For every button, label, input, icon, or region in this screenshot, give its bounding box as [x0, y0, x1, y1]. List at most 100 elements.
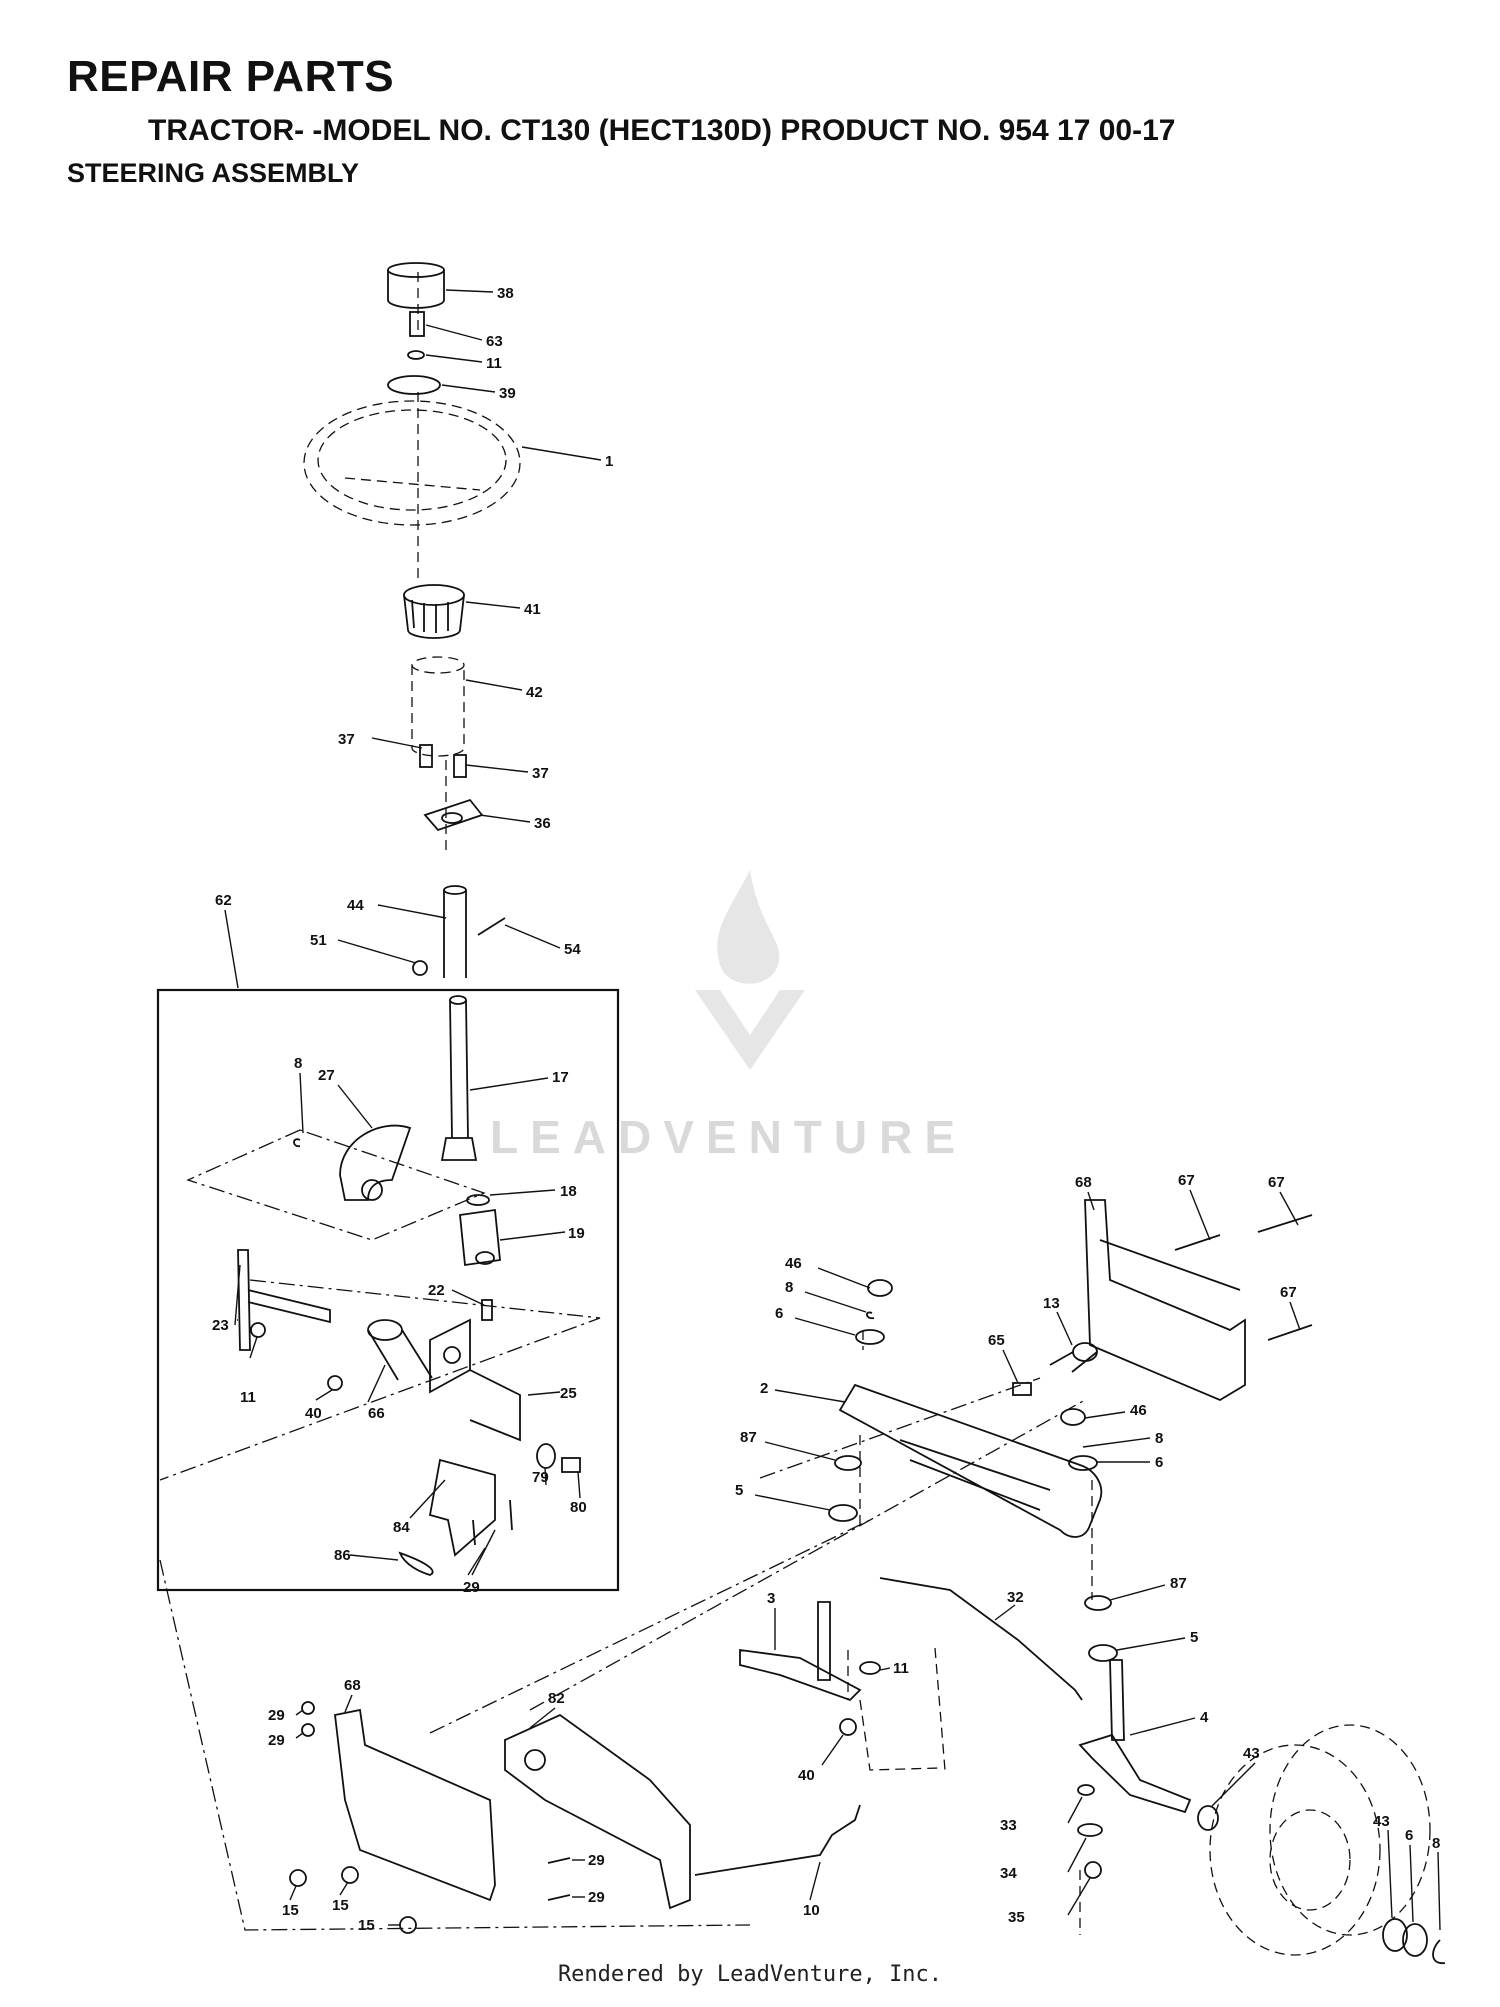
callout-labels: 38 63 11 39 1 41 42 37 37 36 62 44 51 54… [212, 285, 1440, 1934]
clip-8-wheel [1432, 1939, 1446, 1964]
callout-68-right: 68 [1075, 1174, 1092, 1191]
bolt-29-b [301, 1723, 315, 1737]
washer-6-right [1068, 1455, 1098, 1471]
bolt-37-left [419, 744, 433, 768]
callout-6-wheel: 6 [1405, 1827, 1413, 1844]
section-title: STEERING ASSEMBLY [67, 158, 360, 188]
sleeve-42 [411, 656, 465, 757]
bolt-54 [477, 917, 506, 936]
washer-87-right [1084, 1595, 1112, 1611]
callout-13: 13 [1043, 1295, 1060, 1312]
callout-32: 32 [1007, 1589, 1024, 1606]
callout-4: 4 [1200, 1709, 1209, 1726]
bolt-37-right [453, 754, 467, 778]
pin-65 [1012, 1382, 1032, 1396]
callout-8-right: 8 [1155, 1430, 1163, 1447]
nut-35 [1084, 1861, 1102, 1879]
drag-link-32 [879, 1577, 1083, 1701]
callout-40-box: 40 [305, 1405, 322, 1422]
callout-87-left: 87 [740, 1429, 757, 1446]
spindle-4 [1078, 1659, 1192, 1814]
bolt-80 [561, 1457, 581, 1473]
spindle-3 [739, 1601, 862, 1702]
callout-46-right: 46 [1130, 1402, 1147, 1419]
front-axle-2 [838, 1383, 1103, 1538]
callout-44: 44 [347, 897, 364, 914]
washer-11-right [859, 1661, 881, 1675]
callout-68-left: 68 [344, 1677, 361, 1694]
bolt-63 [409, 311, 425, 337]
callout-67-b: 67 [1268, 1174, 1285, 1191]
spacer-13 [1049, 1342, 1098, 1373]
bolt-29-box [472, 1499, 513, 1546]
cap-46-left [867, 1279, 893, 1297]
washer-6-wheel [1402, 1923, 1428, 1957]
callout-11: 11 [486, 355, 502, 372]
callout-43-wheel: 43 [1373, 1813, 1390, 1830]
callout-84: 84 [393, 1519, 410, 1536]
callout-10: 10 [803, 1902, 820, 1919]
callout-11-box: 11 [240, 1389, 256, 1406]
callout-43-axle: 43 [1243, 1745, 1260, 1762]
kit-box-62 [156, 988, 620, 1592]
callout-11-right: 11 [893, 1660, 909, 1677]
callout-8-wheel: 8 [1432, 1835, 1440, 1852]
callout-15-b: 15 [332, 1897, 349, 1914]
steering-cap-38 [387, 262, 445, 309]
callout-54: 54 [564, 941, 581, 958]
nut-40-right [839, 1718, 857, 1736]
bracket-84 [428, 1458, 496, 1557]
bolts-29-82 [547, 1857, 571, 1901]
clip-8-mid [866, 1311, 875, 1320]
callout-27: 27 [318, 1067, 335, 1084]
callout-29-c: 29 [588, 1852, 605, 1869]
callout-5-right: 5 [1190, 1629, 1198, 1646]
callout-67-a: 67 [1178, 1172, 1195, 1189]
washer-11-top [407, 350, 425, 360]
nut-51 [412, 960, 428, 976]
nut-40-box [327, 1375, 343, 1391]
nut-15-b [341, 1866, 359, 1884]
washer-18 [466, 1194, 490, 1206]
callout-29-b: 29 [268, 1732, 285, 1749]
callout-8-top: 8 [294, 1055, 302, 1072]
washer-43-wheel [1382, 1918, 1408, 1952]
bolt-29-a [301, 1701, 315, 1715]
callout-15-a: 15 [282, 1902, 299, 1919]
callout-37-left: 37 [338, 731, 355, 748]
assembly-lines [159, 270, 1093, 1935]
steering-wheel-1 [303, 400, 521, 526]
callout-29-box: 29 [463, 1579, 480, 1596]
callout-8-mid: 8 [785, 1279, 793, 1296]
callout-15-c: 15 [358, 1917, 375, 1934]
callout-46-left: 46 [785, 1255, 802, 1272]
callout-6-right: 6 [1155, 1454, 1163, 1471]
model-subtitle: TRACTOR- -MODEL NO. CT130 (HECT130D) PRO… [148, 114, 1176, 147]
bracket-82 [504, 1713, 691, 1910]
callout-22: 22 [428, 1282, 445, 1299]
page-title: REPAIR PARTS [67, 52, 395, 101]
callout-65: 65 [988, 1332, 1005, 1349]
steering-hub-41 [403, 584, 465, 639]
footer-credit: Rendered by LeadVenture, Inc. [557, 1962, 943, 1987]
shaft-bracket-23 [237, 1249, 331, 1351]
washer-6-left [855, 1329, 885, 1345]
mounting-bracket-68-right [1084, 1199, 1246, 1402]
cotter-pin-86 [398, 1551, 434, 1576]
callout-3: 3 [767, 1590, 775, 1607]
washer-34 [1077, 1823, 1103, 1837]
flame-v-logo-icon [690, 870, 810, 1075]
sector-gear-27 [339, 1124, 412, 1201]
callout-37-right: 37 [532, 765, 549, 782]
nut-15-a [289, 1869, 307, 1887]
callout-41: 41 [524, 601, 541, 618]
callout-35: 35 [1008, 1909, 1025, 1926]
callout-18: 18 [560, 1183, 577, 1200]
callout-23: 23 [212, 1317, 229, 1334]
callout-51: 51 [310, 932, 327, 949]
bolts-67 [1174, 1214, 1313, 1341]
clip-8-left [293, 1138, 301, 1148]
washer-87-left [834, 1455, 862, 1471]
spacer-66 [367, 1319, 433, 1381]
